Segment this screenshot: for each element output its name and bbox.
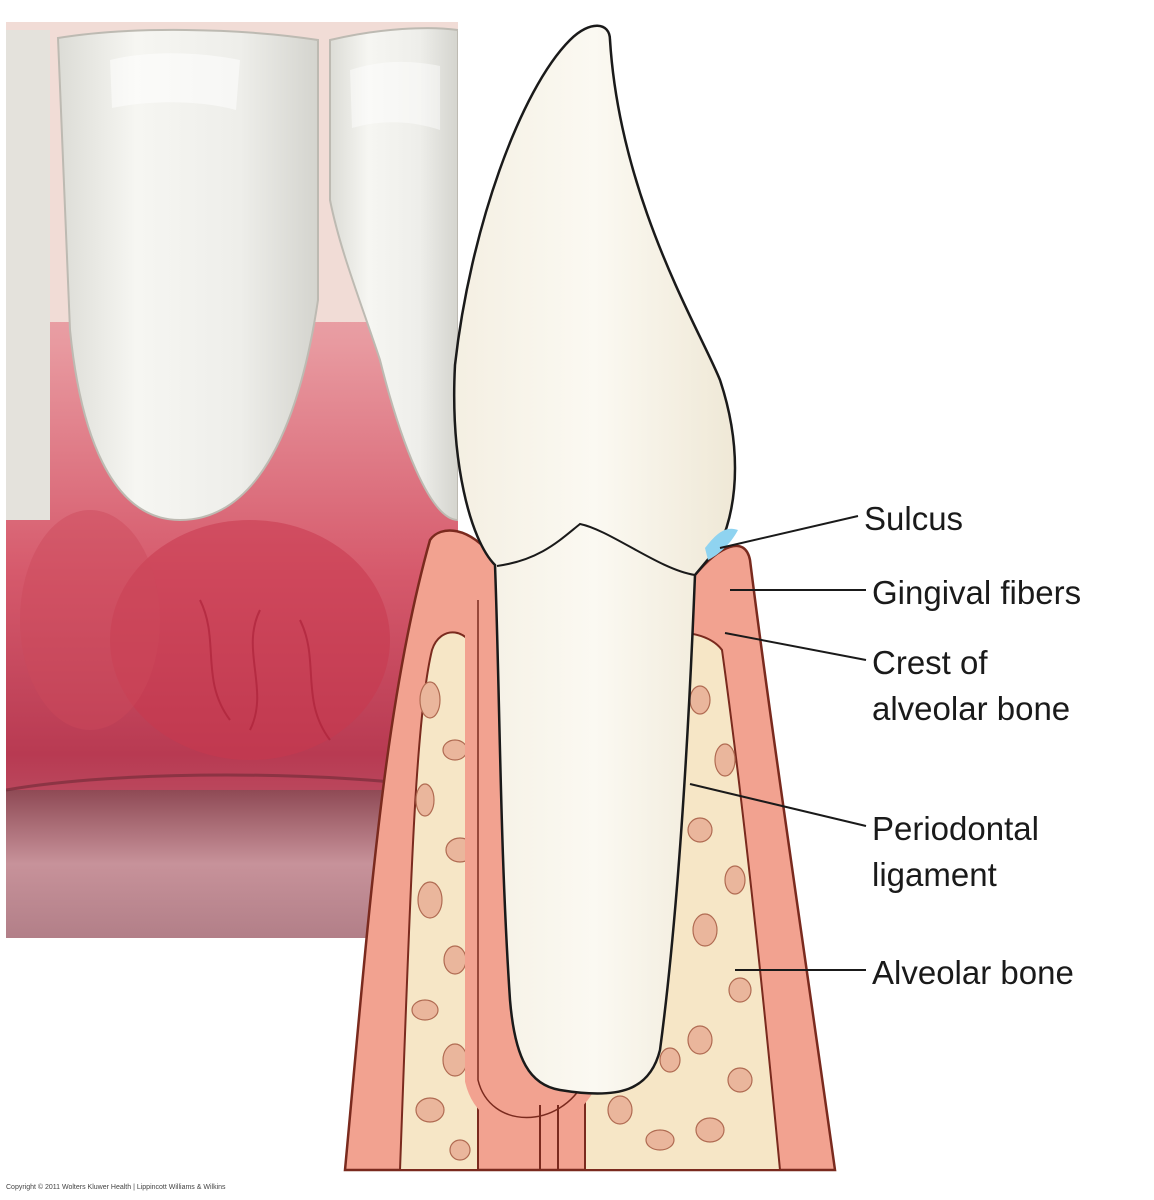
label-crest-of-alveolar-bone: Crest of alveolar bone xyxy=(872,644,1071,727)
label-periodontal-ligament: Periodontal ligament xyxy=(872,810,1039,893)
leader-lines xyxy=(689,515,867,971)
label-alveolar-bone: Alveolar bone xyxy=(872,954,1074,991)
label-sulcus: Sulcus xyxy=(864,500,964,537)
label-gingival-fibers: Gingival fibers xyxy=(872,574,1082,611)
sulcus-region xyxy=(705,528,738,560)
tooth-diagram xyxy=(343,24,837,1172)
copyright-notice: Copyright © 2011 Wolters Kluwer Health |… xyxy=(6,1184,226,1191)
tooth xyxy=(453,24,737,1095)
